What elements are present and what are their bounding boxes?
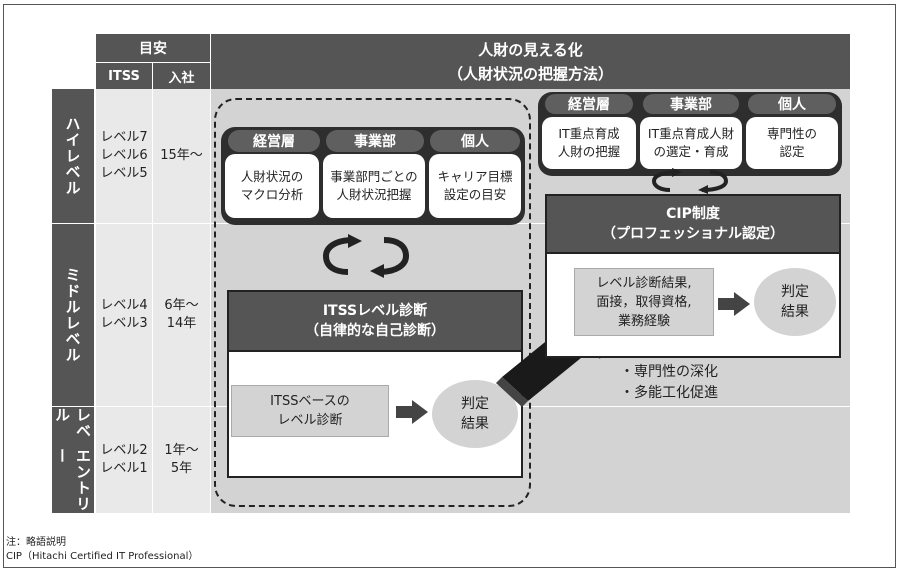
box-text: 面接，取得資格, xyxy=(596,294,692,310)
box-text: IT重点育成 xyxy=(558,126,620,141)
right-pill-management: 経営層 xyxy=(545,94,633,114)
row-label-entry-line1: エントリー xyxy=(53,448,92,512)
row-label-entry: エントリー レベル xyxy=(52,407,94,513)
left-box-management: 人財状況の マクロ分析 xyxy=(225,154,319,218)
level-text: レベル7 xyxy=(100,130,148,145)
right-box-division: IT重点育成人財 の選定・育成 xyxy=(640,117,742,169)
years-middle: 6年～ 14年 xyxy=(153,224,210,406)
figure-frame xyxy=(3,4,896,568)
years-text: 15年～ xyxy=(160,148,203,163)
right-arrow-icon xyxy=(718,292,750,316)
years-text: 1年～ xyxy=(164,443,199,458)
right-cycle-arrows-icon xyxy=(651,168,729,194)
right-box-individual: 専門性の 認定 xyxy=(746,117,838,169)
box-text: の選定・育成 xyxy=(653,144,729,159)
pill-label: 個人 xyxy=(778,97,806,113)
box-text: キャリア目標 xyxy=(437,169,513,184)
years-high: 15年～ xyxy=(153,89,210,223)
cip-title-line2: （プロフェッショナル認定） xyxy=(602,226,784,242)
years-text: 5年 xyxy=(170,461,193,476)
right-pill-individual: 個人 xyxy=(748,94,836,114)
footnote-line: CIP（Hitachi Certified IT Professional） xyxy=(6,551,199,562)
box-text: レベル診断結果, xyxy=(596,275,692,291)
level-text: レベル4 xyxy=(100,298,148,313)
left-pill-management: 経営層 xyxy=(228,130,320,152)
row-label-entry-line2: レベル xyxy=(53,407,92,439)
header-nyusha: 入社 xyxy=(153,63,210,89)
list-item: ・多能工化促進 xyxy=(620,385,718,401)
box-text: 事業部門ごとの xyxy=(330,169,418,184)
result-text: 判定 xyxy=(781,284,809,300)
header-itss: ITSS xyxy=(96,63,152,89)
row-label-middle-text: ミドルレベル xyxy=(63,267,82,363)
levels-entry: レベル2 レベル1 xyxy=(96,407,152,513)
itss-diagnosis-header: ITSSレベル診断 （自律的な自己診断） xyxy=(227,290,523,352)
box-text: マクロ分析 xyxy=(240,187,304,202)
left-pill-individual: 個人 xyxy=(430,130,520,152)
cip-header: CIP制度 （プロフェッショナル認定） xyxy=(545,194,841,254)
pill-label: 事業部 xyxy=(670,97,712,113)
itss-group-outline xyxy=(214,98,531,507)
level-text: レベル2 xyxy=(100,443,148,458)
pill-label: 経営層 xyxy=(253,134,295,150)
left-box-individual: キャリア目標 設定の目安 xyxy=(429,154,521,218)
result-text: 結果 xyxy=(461,416,489,432)
years-entry: 1年～ 5年 xyxy=(153,407,210,513)
itss-title-line1: ITSSレベル診断 xyxy=(322,303,428,319)
result-text: 判定 xyxy=(461,396,489,412)
box-text: 専門性の xyxy=(766,126,817,141)
row-label-high-text: ハイレベル xyxy=(63,116,82,196)
right-box-management: IT重点育成 人財の把握 xyxy=(542,117,636,169)
box-text: 業務経験 xyxy=(617,313,670,329)
level-text: レベル6 xyxy=(100,148,148,163)
itss-title-line2: （自律的な自己診断） xyxy=(305,323,445,339)
levels-high: レベル7 レベル6 レベル5 xyxy=(96,89,152,223)
box-text: レベル診断 xyxy=(277,413,343,428)
list-item: ・専門性の深化 xyxy=(620,364,718,380)
right-arrow-icon xyxy=(396,400,428,424)
levels-middle: レベル4 レベル3 xyxy=(96,224,152,406)
box-text: 人財状況把握 xyxy=(336,187,412,202)
box-text: 設定の目安 xyxy=(443,187,507,202)
box-text: 人財状況の xyxy=(240,169,304,184)
footnote-line: 注：略語説明 xyxy=(6,537,66,548)
footnote: 注：略語説明 CIP（Hitachi Certified IT Professi… xyxy=(6,536,198,564)
level-text: レベル5 xyxy=(100,166,148,181)
cip-title-line1: CIP制度 xyxy=(666,206,720,222)
row-label-high: ハイレベル xyxy=(52,89,94,223)
header-title-line2: （人財状況の把握方法） xyxy=(447,64,613,83)
pill-label: 経営層 xyxy=(568,97,610,113)
level-text: レベル3 xyxy=(100,316,148,331)
header-title-line1: 人財の見える化 xyxy=(478,40,583,59)
level-text: レベル1 xyxy=(100,461,148,476)
left-pill-division: 事業部 xyxy=(326,130,424,152)
pill-label: 個人 xyxy=(461,134,489,150)
left-box-division: 事業部門ごとの 人財状況把握 xyxy=(323,154,425,218)
years-text: 14年 xyxy=(166,316,197,331)
box-text: 人財の把握 xyxy=(557,144,621,159)
header-meyasu-text: 目安 xyxy=(139,41,167,57)
cip-result-circle: 判定 結果 xyxy=(754,268,836,336)
row-label-middle: ミドルレベル xyxy=(52,224,94,406)
itss-result-circle: 判定 結果 xyxy=(432,380,518,448)
header-meyasu: 目安 xyxy=(96,34,210,62)
years-text: 6年～ xyxy=(164,298,199,313)
pill-label: 事業部 xyxy=(354,134,396,150)
left-cycle-arrows-icon xyxy=(322,234,410,278)
box-text: 認定 xyxy=(779,144,805,159)
cip-criteria-box: レベル診断結果, 面接，取得資格, 業務経験 xyxy=(574,268,714,336)
header-main-title: 人財の見える化 （人財状況の把握方法） xyxy=(211,34,850,89)
header-itss-text: ITSS xyxy=(108,68,140,84)
cip-effects-list: ・専門性の深化 ・多能工化促進 xyxy=(620,362,718,404)
itss-base-diagnosis-box: ITSSベースの レベル診断 xyxy=(231,385,389,437)
right-pill-division: 事業部 xyxy=(643,94,739,114)
result-text: 結果 xyxy=(781,304,809,320)
header-nyusha-text: 入社 xyxy=(168,70,195,86)
box-text: IT重点育成人財 xyxy=(647,126,735,141)
box-text: ITSSベースの xyxy=(270,394,350,409)
